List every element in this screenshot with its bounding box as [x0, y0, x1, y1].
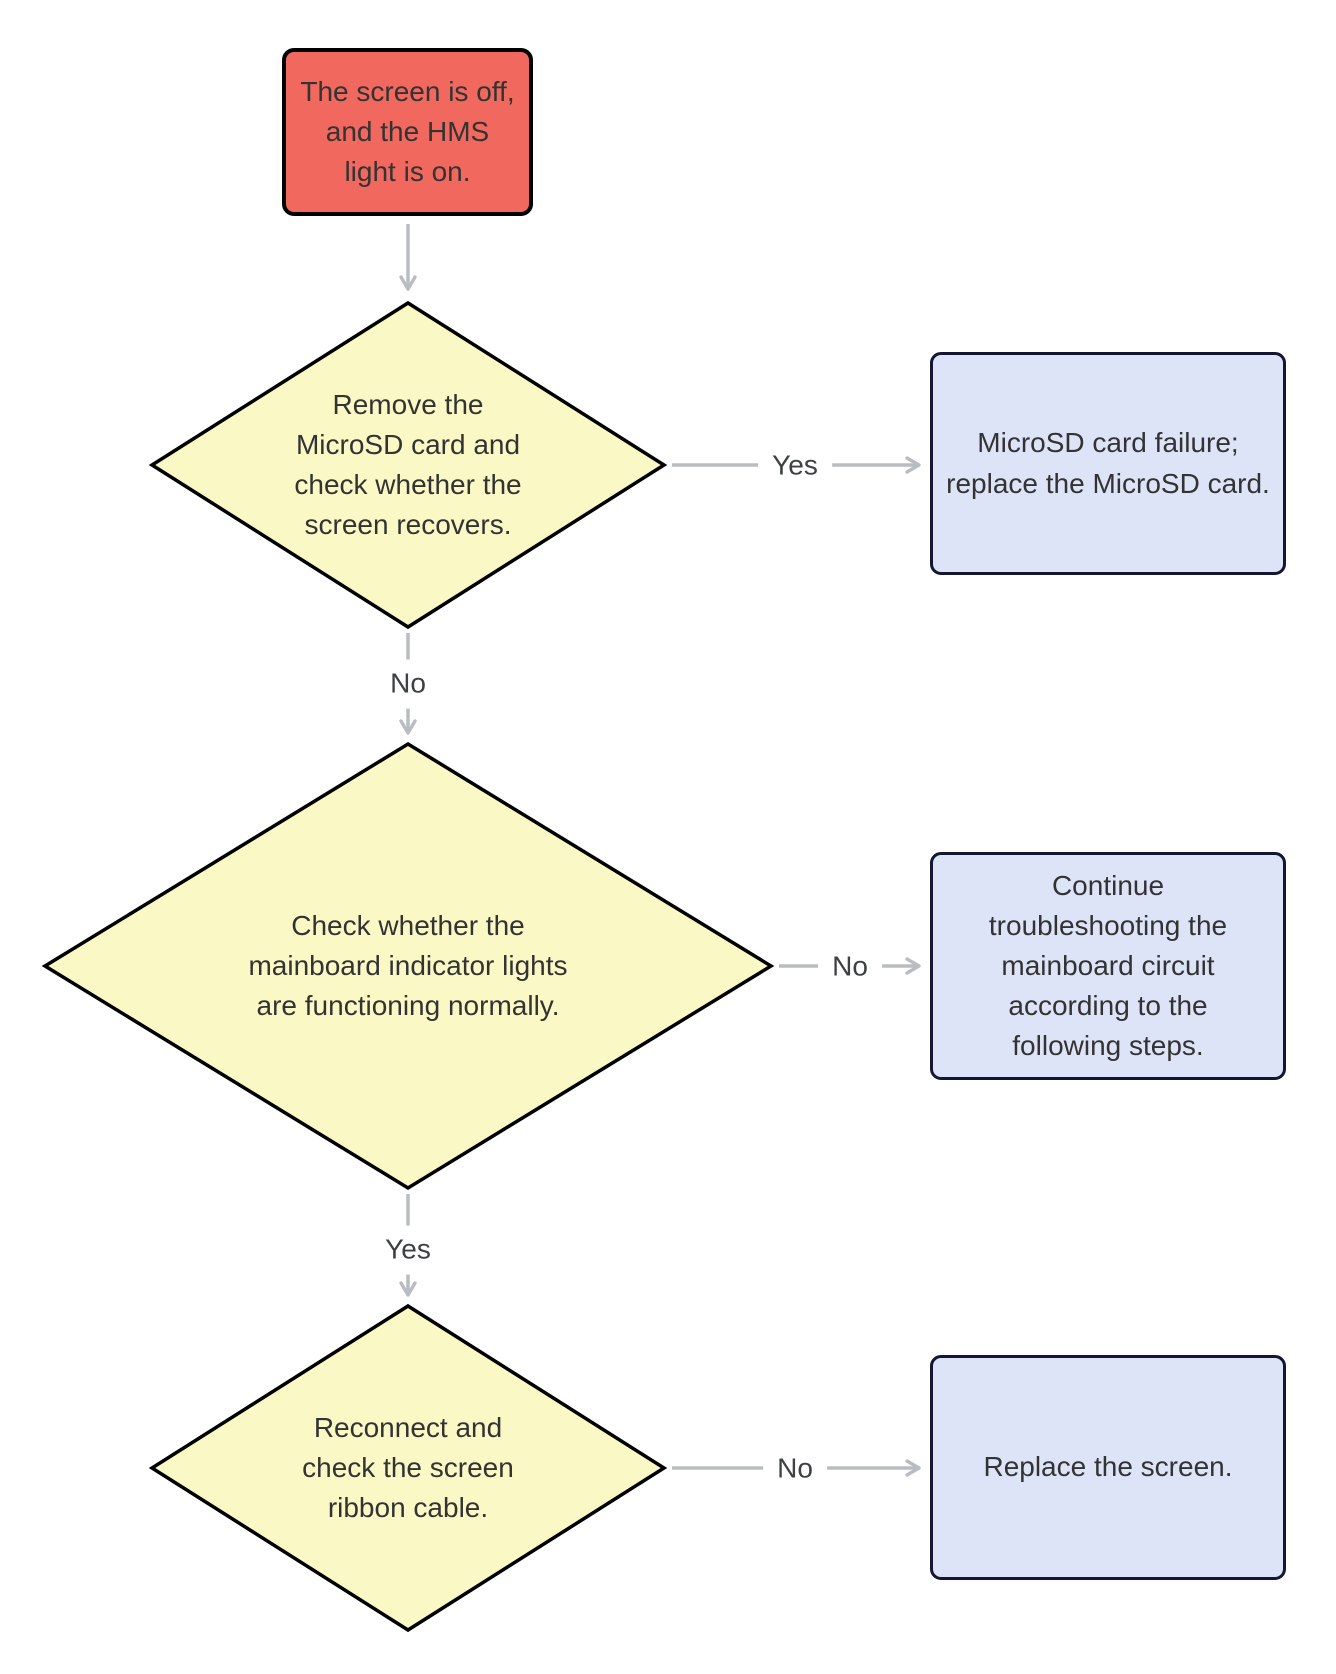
edge-label-decision2-yes: Yes: [375, 1225, 441, 1275]
edge-label-decision2-no: No: [818, 949, 882, 985]
start-node-text: The screen is off, and the HMS light is …: [300, 75, 515, 188]
decision-1-node: Remove the MicroSD card and check whethe…: [183, 345, 633, 585]
result-2-text: Continue troubleshooting the mainboard c…: [988, 869, 1228, 1062]
decision-2-diamond: [41, 741, 775, 1191]
decision-2-node: Check whether the mainboard indicator li…: [133, 846, 683, 1086]
edge-label-decision1-yes: Yes: [758, 448, 832, 484]
result-2-node: Continue troubleshooting the mainboard c…: [930, 852, 1286, 1080]
result-1-text: MicroSD card failure; replace the MicroS…: [946, 427, 1270, 499]
decision-3-diamond: [148, 1303, 668, 1633]
decision-1-text: Remove the MicroSD card and check whethe…: [294, 388, 522, 541]
result-3-node: Replace the screen.: [930, 1355, 1286, 1580]
decision-1-diamond: [148, 300, 668, 630]
decision-3-text: Reconnect and check the screen ribbon ca…: [302, 1411, 514, 1524]
decision-2-text: Check whether the mainboard indicator li…: [248, 909, 568, 1022]
edge-label-decision3-no: No: [763, 1451, 827, 1487]
edge-label-decision1-no: No: [380, 659, 436, 709]
result-3-text: Replace the screen.: [983, 1451, 1233, 1483]
start-node: The screen is off, and the HMS light is …: [282, 48, 533, 216]
decision-3-node: Reconnect and check the screen ribbon ca…: [183, 1348, 633, 1588]
result-1-node: MicroSD card failure; replace the MicroS…: [930, 352, 1286, 575]
